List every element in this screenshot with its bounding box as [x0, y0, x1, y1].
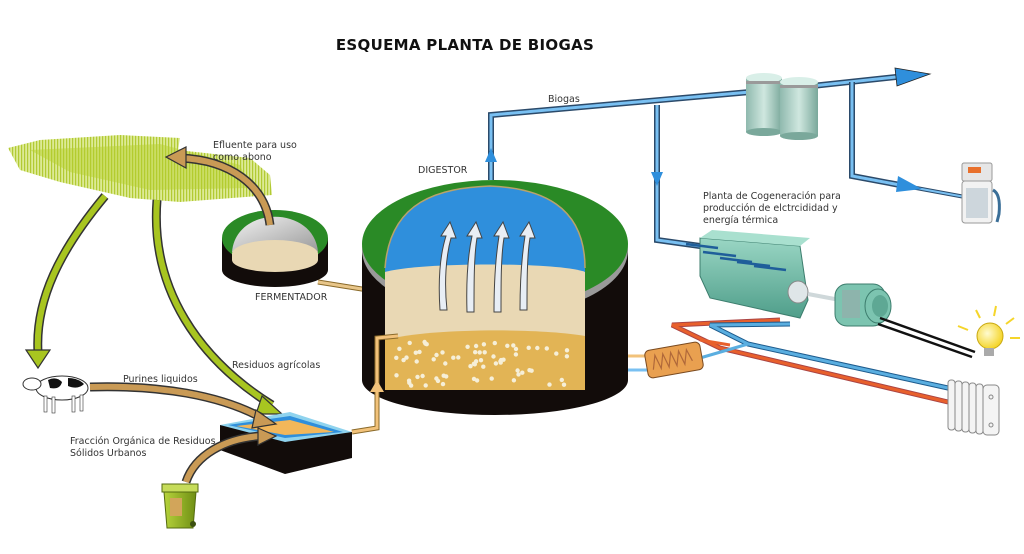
- bubble: [511, 378, 517, 383]
- waste-bin-icon: [161, 483, 199, 529]
- heat-pipes: [628, 317, 949, 405]
- bubble: [413, 350, 418, 355]
- bubble: [440, 381, 446, 387]
- label-effluent-line1: Efluente para uso: [213, 140, 297, 151]
- bubble: [441, 373, 446, 378]
- bubble: [440, 350, 445, 355]
- label-cogeneration-line2: producción de elctrcididad y: [703, 203, 838, 214]
- bubble: [394, 355, 399, 360]
- bubble: [408, 383, 414, 388]
- bubble: [423, 383, 428, 388]
- pipe-mixing-to-digestor: [351, 333, 399, 435]
- flow-arrow-effluent: [164, 146, 275, 226]
- bubble: [511, 343, 516, 348]
- bubble: [493, 361, 499, 366]
- bubble: [401, 357, 406, 363]
- bubble: [404, 355, 409, 360]
- fermentador-tank: [222, 210, 328, 287]
- bubble: [473, 359, 479, 364]
- label-fraccion-organica: Fracción Orgánica de Residuos Sólidos Ur…: [70, 436, 216, 460]
- bubble: [420, 373, 425, 379]
- bubble: [535, 345, 540, 351]
- bubble: [394, 373, 399, 378]
- bubble: [491, 354, 496, 359]
- cogeneration-engine: [685, 230, 841, 319]
- label-cogeneration-line3: energía térmica: [703, 215, 779, 226]
- gas-rising-arrows: [438, 220, 536, 313]
- electric-cable: [877, 316, 976, 359]
- label-effluent-line2: como abono: [213, 152, 272, 163]
- diagram-title: ESQUEMA PLANTA DE BIOGAS: [335, 36, 595, 54]
- bubble: [527, 368, 532, 373]
- bubble: [481, 342, 487, 347]
- bubble: [443, 361, 448, 366]
- radiator-icon: [947, 379, 1000, 436]
- label-biogas: Biogas: [548, 94, 580, 105]
- sludge-bubbles: [394, 339, 570, 388]
- bubble: [477, 350, 482, 355]
- label-digestor: DIGESTOR: [418, 165, 468, 176]
- bubble: [526, 345, 531, 350]
- label-fermentador: FERMENTADOR: [255, 292, 328, 303]
- digestor-tank: [362, 180, 628, 415]
- bubble: [492, 340, 497, 346]
- bubble: [564, 348, 570, 353]
- light-bulb-icon: [957, 305, 1020, 356]
- bubble: [513, 346, 519, 352]
- flow-arrow-field-to-mixing: [151, 199, 284, 415]
- bubble: [397, 346, 402, 351]
- bubble: [516, 372, 521, 377]
- bubble: [417, 349, 422, 355]
- bubble: [473, 350, 478, 355]
- bubble: [520, 370, 525, 375]
- bubble: [564, 354, 570, 359]
- label-purines: Purines liquidos: [123, 374, 198, 385]
- bubble: [415, 374, 420, 380]
- bubble: [478, 358, 484, 363]
- bubble: [451, 355, 456, 360]
- bubble: [434, 352, 439, 358]
- bubble: [473, 343, 479, 349]
- label-fraccion-line1: Fracción Orgánica de Residuos: [70, 436, 216, 447]
- biogas-up-arrow-icon: [485, 148, 497, 162]
- flow-arrow-purines: [89, 382, 278, 429]
- bubble: [482, 350, 487, 355]
- label-effluent: Efluente para uso como abono: [213, 140, 297, 164]
- flow-arrow-field-to-cow: [24, 193, 109, 370]
- bubble: [515, 368, 520, 373]
- biogas-to-pump-arrow-icon: [896, 176, 922, 192]
- bubble: [489, 376, 494, 381]
- bubble: [561, 382, 567, 387]
- biogas-out-arrow-icon: [894, 67, 932, 87]
- label-residuos-agricolas: Residuos agrícolas: [232, 360, 321, 371]
- bubble: [422, 339, 427, 345]
- pipe-fermentador-to-digestor: [317, 279, 369, 293]
- fuel-pump-icon: [961, 162, 1001, 224]
- gas-storage-tanks: [746, 73, 818, 140]
- generator-icon: [834, 283, 892, 327]
- bubble: [434, 376, 439, 381]
- bubble: [544, 346, 549, 351]
- bubble: [505, 343, 510, 348]
- bubble: [431, 357, 436, 362]
- bubble: [498, 360, 503, 365]
- bubble: [468, 364, 473, 369]
- bubble: [554, 351, 559, 356]
- bubble: [456, 355, 461, 360]
- flow-arrow-waste: [181, 427, 278, 484]
- bubble: [414, 359, 419, 364]
- label-fraccion-line2: Sólidos Urbanos: [70, 448, 147, 459]
- cow-icon: [22, 375, 89, 414]
- bubble: [513, 352, 519, 357]
- bubble: [481, 364, 486, 369]
- label-cogeneration-line1: Planta de Cogeneración para: [703, 191, 841, 202]
- bubble: [559, 377, 564, 383]
- bubble: [474, 378, 480, 383]
- bubble: [465, 344, 470, 349]
- bubble: [547, 382, 552, 387]
- label-cogeneration: Planta de Cogeneración para producción d…: [703, 191, 841, 227]
- bubble: [407, 340, 412, 346]
- biogas-down-arrow-icon: [651, 172, 663, 186]
- heat-exchanger-icon: [644, 341, 704, 379]
